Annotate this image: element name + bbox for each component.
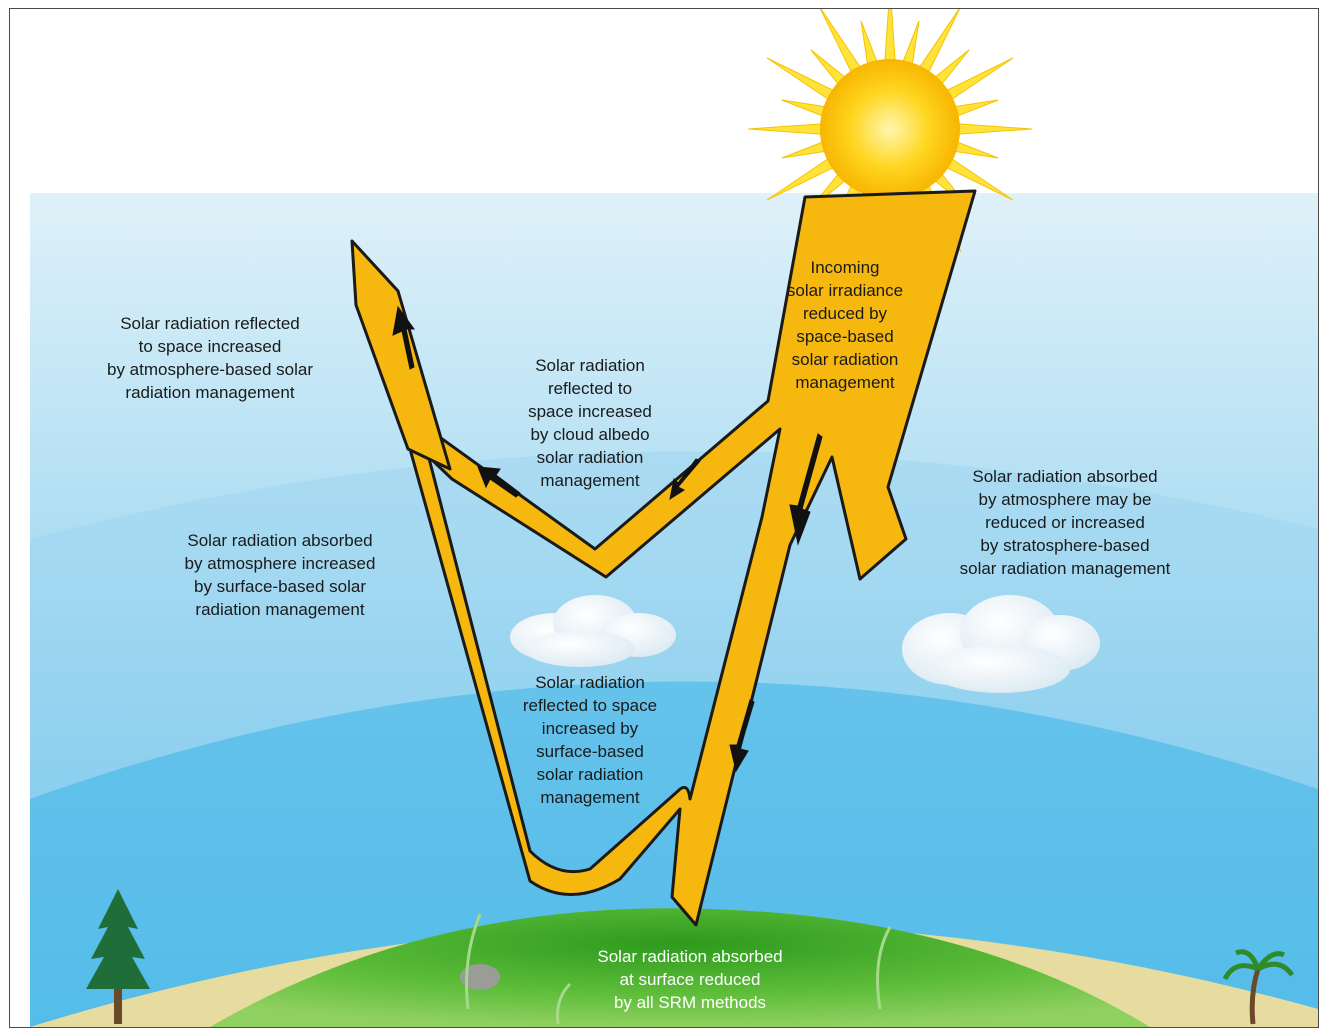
diagram-frame: Incoming solar irradiance reduced by spa… xyxy=(9,8,1319,1028)
label-absorbed-surface-all-srm: Solar radiation absorbed at surface redu… xyxy=(597,947,783,1012)
rock-icon xyxy=(460,964,500,990)
diagram-artwork xyxy=(30,9,1318,1027)
arrow-up-left-icon xyxy=(477,466,521,498)
label-reflected-atmosphere-based: Solar radiation reflected to space incre… xyxy=(106,314,313,402)
palm-tree-icon xyxy=(1222,949,1295,1025)
arrow-up-icon xyxy=(392,305,415,370)
sun-ray xyxy=(951,122,1033,136)
atmosphere-band-lower xyxy=(30,681,1318,1027)
label-reflected-surface-based: Solar radiation reflected to space incre… xyxy=(522,673,658,807)
label-reflected-cloud-albedo: Solar radiation reflected to space incre… xyxy=(528,356,652,490)
ground-grass xyxy=(210,908,1150,1027)
radiation-arrow xyxy=(350,189,977,927)
label-absorbed-atmosphere-stratosphere: Solar radiation absorbed by atmosphere m… xyxy=(959,467,1171,578)
arrow-down-left-icon xyxy=(669,458,701,501)
arrow-down-icon xyxy=(789,433,823,546)
label-incoming-space-based: Incoming solar irradiance reduced by spa… xyxy=(786,258,904,392)
cloud-icon xyxy=(902,595,1100,693)
cloud-icon xyxy=(510,595,676,667)
direction-arrows xyxy=(392,305,823,773)
arrow-down-icon xyxy=(729,699,755,773)
tree-icon xyxy=(86,889,150,1024)
label-absorbed-atmosphere-surface-based: Solar radiation absorbed by atmosphere i… xyxy=(184,531,376,619)
sun-ray xyxy=(883,9,897,68)
sprout-icon xyxy=(465,913,892,1025)
sun-ray xyxy=(747,122,829,136)
